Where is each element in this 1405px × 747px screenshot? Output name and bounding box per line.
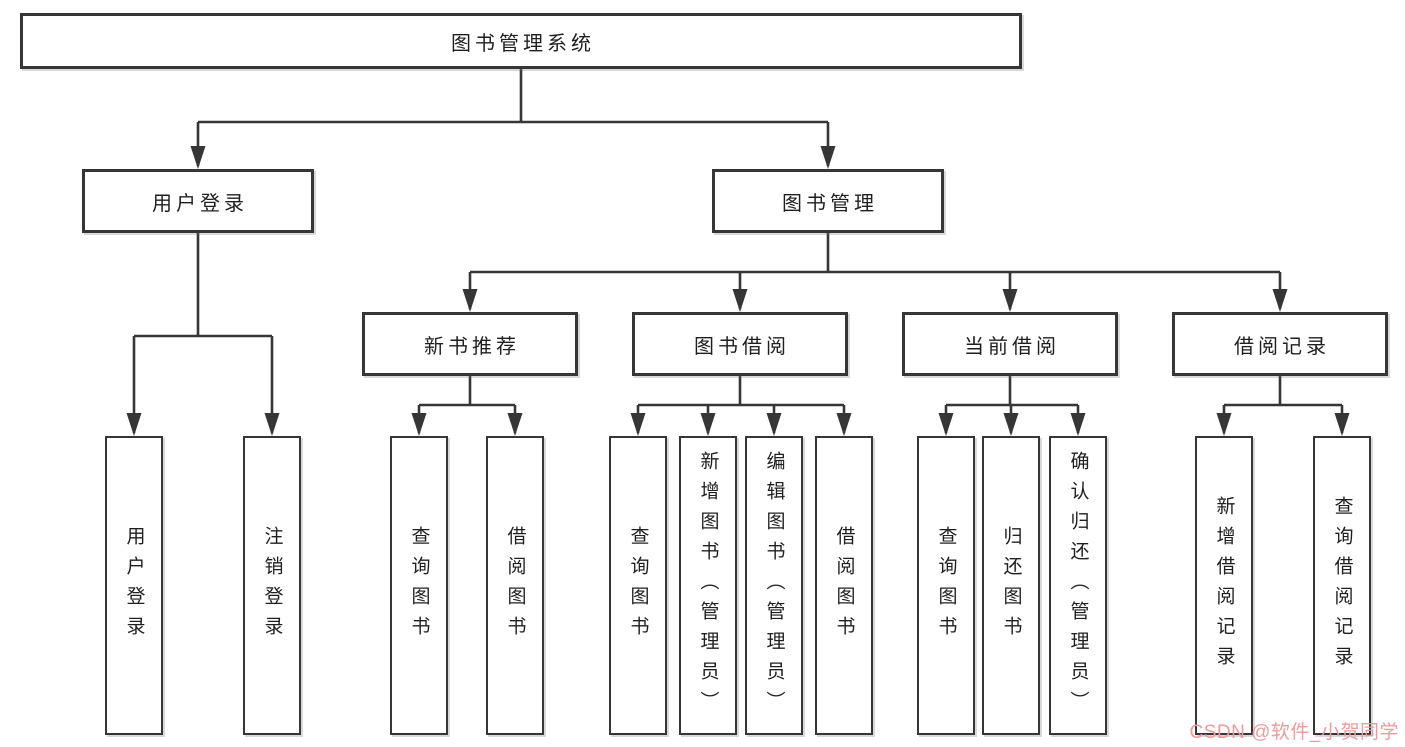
leaf-borrow-books: 借阅图书 bbox=[815, 436, 873, 735]
leaf-borrow-books-recommend: 借阅图书 bbox=[486, 436, 544, 735]
leaf-logout: 注销登录 bbox=[243, 436, 301, 735]
leaf-query-borrow-record: 查询借阅记录 bbox=[1313, 436, 1371, 735]
node-book-borrowing: 图书借阅 bbox=[632, 312, 848, 376]
leaf-return-book: 归还图书 bbox=[982, 436, 1040, 735]
node-library-system-root: 图书管理系统 bbox=[20, 13, 1022, 69]
arrowheads bbox=[126, 146, 1350, 436]
leaf-add-book-admin: 新增图书（管理员） bbox=[679, 436, 737, 735]
node-borrow-records: 借阅记录 bbox=[1172, 312, 1388, 376]
leaf-edit-book-admin: 编辑图书（管理员） bbox=[745, 436, 803, 735]
node-current-borrowing: 当前借阅 bbox=[902, 312, 1118, 376]
leaf-query-books-current: 查询图书 bbox=[917, 436, 975, 735]
node-new-book-recommend: 新书推荐 bbox=[362, 312, 578, 376]
node-user-login: 用户登录 bbox=[82, 169, 314, 233]
csdn-watermark: CSDN @软件_小贺同学 bbox=[1189, 722, 1399, 743]
node-book-management: 图书管理 bbox=[712, 169, 944, 233]
leaf-query-books-recommend: 查询图书 bbox=[390, 436, 448, 735]
connector-stems bbox=[132, 69, 1344, 433]
leaf-query-books-borrowing: 查询图书 bbox=[609, 436, 667, 735]
leaf-add-borrow-record: 新增借阅记录 bbox=[1195, 436, 1253, 735]
leaf-confirm-return-admin: 确认归还（管理员） bbox=[1049, 436, 1107, 735]
leaf-user-login: 用户登录 bbox=[105, 436, 163, 735]
